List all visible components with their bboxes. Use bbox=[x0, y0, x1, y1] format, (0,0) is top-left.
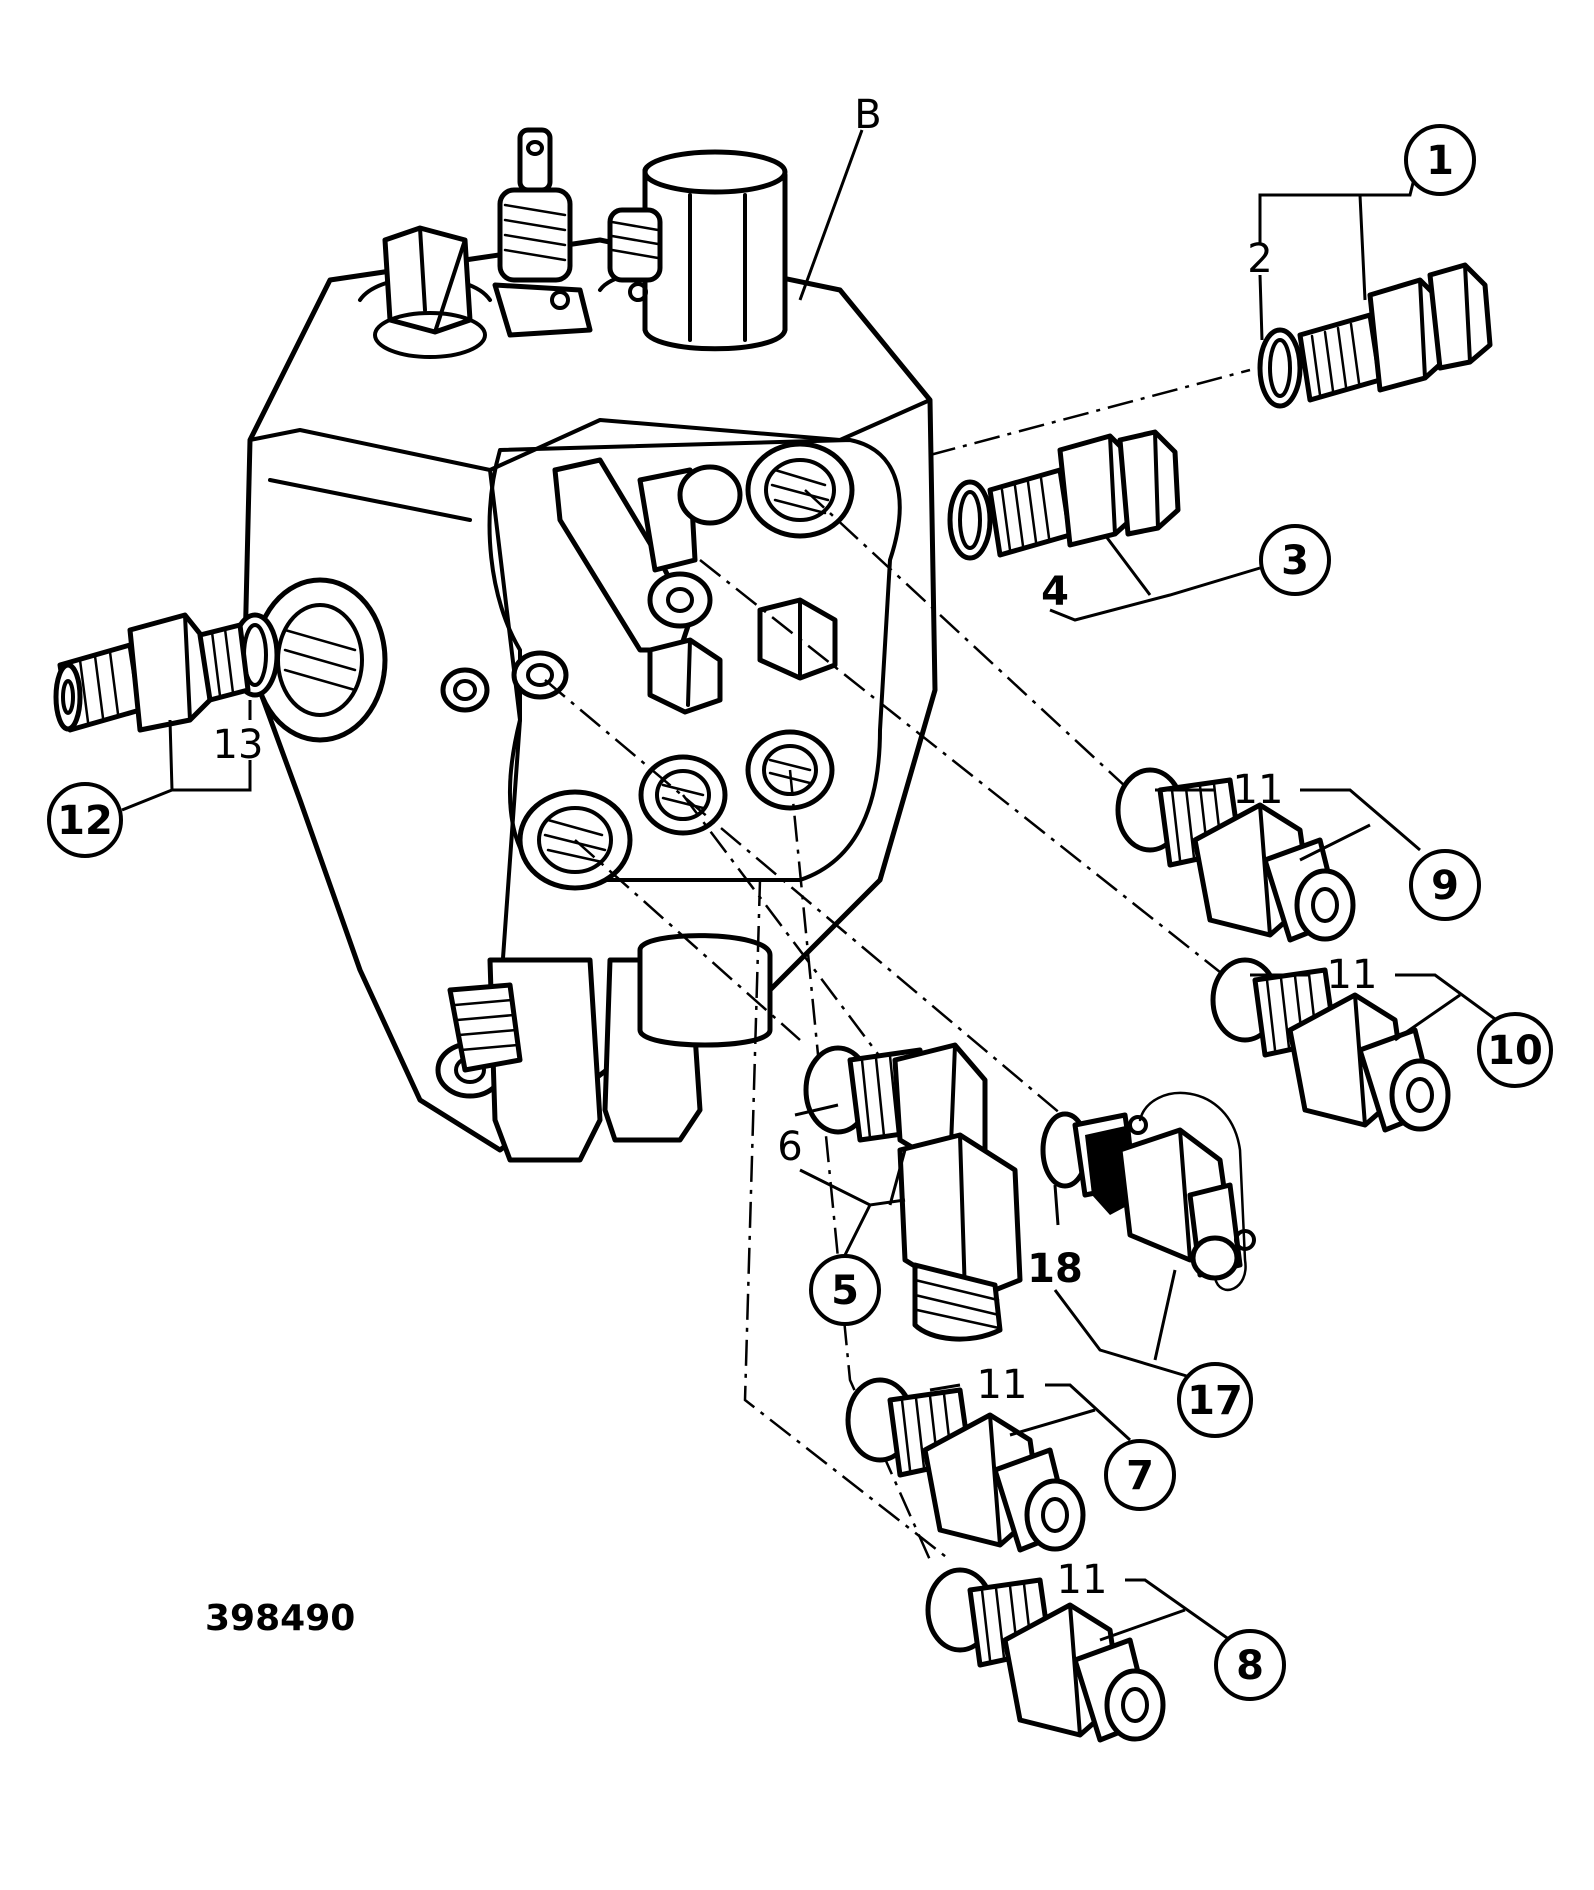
callout-11-fitting-9: 11 bbox=[1233, 767, 1284, 813]
callout-11-fitting-10: 11 bbox=[1327, 952, 1378, 998]
callout-11-fitting-7: 11 bbox=[977, 1362, 1028, 1408]
svg-text:12: 12 bbox=[57, 798, 113, 844]
fitting-8-adapter bbox=[925, 1567, 1166, 1743]
fitting-1-adapter bbox=[1257, 262, 1493, 409]
callout-1: 1 bbox=[1404, 124, 1476, 196]
callout-8: 8 bbox=[1214, 1629, 1286, 1701]
callout-4: 4 bbox=[1041, 569, 1069, 615]
svg-text:5: 5 bbox=[831, 1268, 859, 1314]
svg-text:10: 10 bbox=[1487, 1028, 1543, 1074]
svg-text:6: 6 bbox=[777, 1124, 802, 1170]
svg-text:11: 11 bbox=[1327, 952, 1378, 998]
fitting-3-adapter bbox=[947, 429, 1181, 561]
svg-text:11: 11 bbox=[1057, 1557, 1108, 1603]
svg-text:7: 7 bbox=[1126, 1453, 1154, 1499]
assembly-lines bbox=[544, 368, 1251, 1561]
svg-text:B: B bbox=[854, 92, 881, 138]
svg-text:8: 8 bbox=[1236, 1643, 1264, 1689]
fitting-5-elbow bbox=[803, 1042, 1023, 1342]
callout-2: 2 bbox=[1247, 236, 1272, 282]
svg-text:4: 4 bbox=[1041, 569, 1069, 615]
svg-text:13: 13 bbox=[213, 722, 264, 768]
leader-lines bbox=[121, 129, 1511, 1642]
svg-text:2: 2 bbox=[1247, 236, 1272, 282]
body-label-b: B bbox=[854, 92, 881, 138]
svg-text:3: 3 bbox=[1281, 538, 1309, 584]
svg-text:11: 11 bbox=[977, 1362, 1028, 1408]
fitting-12-adapter bbox=[53, 612, 280, 733]
callout-5: 5 bbox=[809, 1254, 881, 1326]
callout-13: 13 bbox=[213, 722, 264, 768]
svg-text:17: 17 bbox=[1187, 1378, 1243, 1424]
figure-number: 398490 bbox=[205, 1598, 355, 1639]
callout-17: 17 bbox=[1177, 1362, 1253, 1438]
fitting-7-adapter bbox=[845, 1377, 1086, 1553]
callout-6: 6 bbox=[777, 1124, 802, 1170]
body-top-fittings bbox=[373, 127, 788, 359]
callout-12: 12 bbox=[47, 782, 123, 858]
callout-10: 10 bbox=[1477, 1012, 1553, 1088]
svg-text:1: 1 bbox=[1426, 138, 1454, 184]
svg-text:11: 11 bbox=[1233, 767, 1284, 813]
svg-text:18: 18 bbox=[1027, 1246, 1083, 1292]
callout-3: 3 bbox=[1259, 524, 1331, 596]
svg-text:9: 9 bbox=[1431, 863, 1459, 909]
fitting-10-adapter bbox=[1210, 957, 1451, 1133]
body-underside bbox=[447, 933, 773, 1163]
callout-7: 7 bbox=[1104, 1439, 1176, 1511]
callout-11-fitting-8: 11 bbox=[1057, 1557, 1108, 1603]
callout-9: 9 bbox=[1409, 849, 1481, 921]
callout-18: 18 bbox=[1027, 1246, 1083, 1292]
fitting-17-quick-coupler bbox=[1040, 1091, 1256, 1292]
